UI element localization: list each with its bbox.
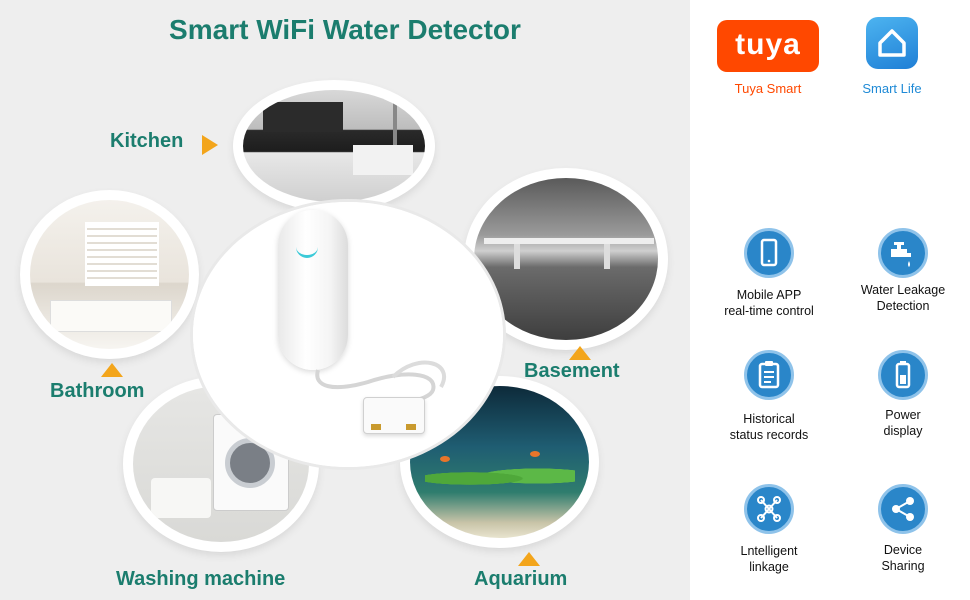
feature-panel: tuya Tuya Smart Smart Life Mobile APP re…	[690, 0, 970, 600]
page-title: Smart WiFi Water Detector	[169, 14, 521, 45]
phone-icon	[744, 228, 794, 278]
feature-device-sharing: Device Sharing	[881, 543, 925, 573]
feature-power-display: Power display	[883, 408, 923, 438]
washing-machine-label: Washing machine	[116, 568, 286, 590]
kitchen-photo	[235, 82, 433, 210]
faucet-icon	[878, 228, 928, 278]
bathroom-arrow	[101, 363, 123, 377]
probe-contact-right	[406, 424, 416, 430]
bathroom-label: Bathroom	[50, 380, 145, 402]
feature-mobile-app: Mobile APP real-time control	[724, 288, 814, 318]
feature-intelligent-linkage: Lntelligent linkage	[740, 544, 798, 574]
scenario-panel: Smart WiFi Water Detector Kitchen Bathro…	[0, 0, 690, 600]
basement-arrow	[569, 346, 591, 360]
network-icon	[744, 484, 794, 534]
tuya-logo-text: tuya	[735, 28, 801, 61]
smart-life-logo	[866, 17, 918, 69]
aquarium-arrow	[518, 552, 540, 566]
tuya-logo: tuya	[717, 20, 819, 72]
basement-label: Basement	[524, 360, 620, 382]
sensor-cable	[315, 360, 446, 414]
tuya-app-name: Tuya Smart	[734, 81, 802, 96]
detector-body	[278, 210, 348, 370]
bathroom-photo	[22, 192, 197, 357]
share-icon	[878, 484, 928, 534]
kitchen-arrow	[202, 135, 218, 155]
battery-icon	[878, 350, 928, 400]
smart-life-app-name: Smart Life	[862, 81, 922, 96]
product-photo	[193, 202, 503, 467]
aquarium-label: Aquarium	[474, 568, 568, 590]
status-led	[296, 247, 318, 258]
probe-contact-left	[371, 424, 381, 430]
home-icon	[878, 29, 906, 57]
kitchen-label: Kitchen	[110, 130, 184, 152]
clipboard-icon	[744, 350, 794, 400]
feature-water-leakage: Water Leakage Detection	[860, 283, 946, 313]
feature-historical-records: Historical status records	[729, 412, 809, 442]
